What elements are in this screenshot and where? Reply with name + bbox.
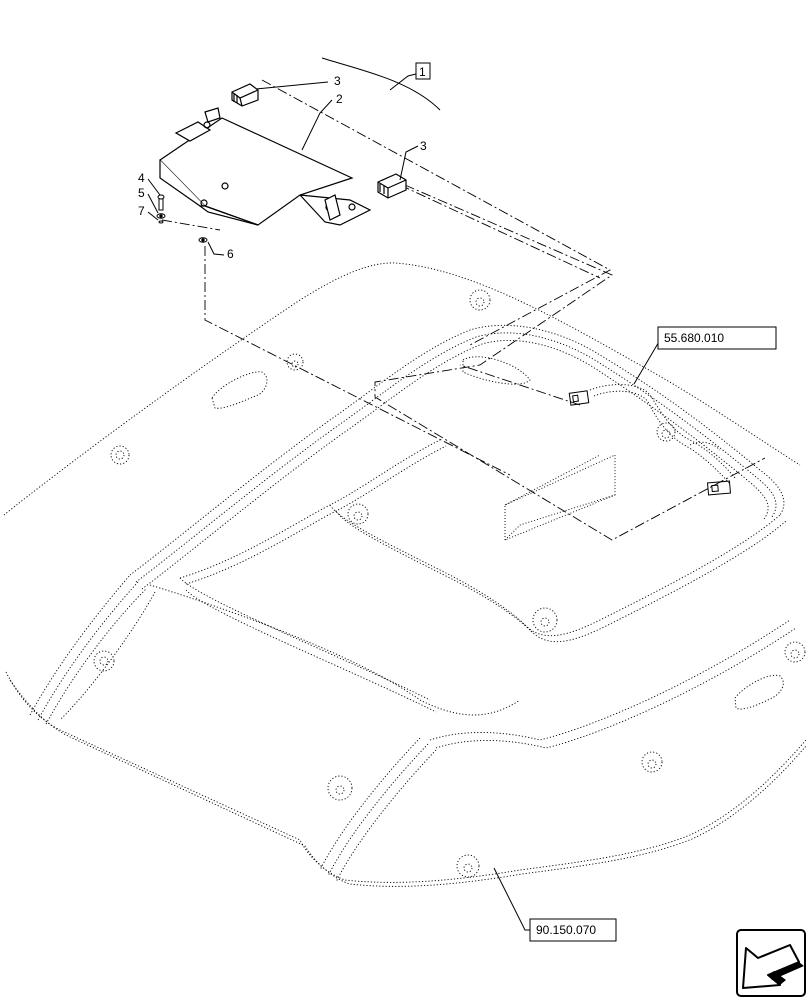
callout-5: 5: [138, 186, 145, 200]
ref-box-b: [529, 918, 617, 942]
connector-3b: [377, 173, 407, 199]
ref-box-a: [657, 326, 777, 350]
headliner-panel: [3, 262, 807, 887]
callout-6: 6: [227, 247, 234, 261]
callout-4: 4: [138, 171, 145, 185]
sunroof-recess: [504, 454, 616, 541]
callout-3-upper: 3: [334, 74, 341, 88]
callout-7: 7: [138, 204, 145, 218]
callout-3-right: 3: [420, 139, 427, 153]
reference-90-150-070[interactable]: 90.150.070: [536, 923, 596, 937]
callout-1-box: [415, 62, 431, 80]
control-module: [159, 107, 372, 226]
connector-3a: [231, 83, 259, 107]
reference-55-680-010[interactable]: 55.680.010: [664, 331, 724, 345]
fasteners: [156, 194, 208, 243]
view-direction-arrow-icon[interactable]: [736, 929, 806, 997]
assembly-lines: [161, 79, 766, 541]
callout-2: 2: [336, 92, 343, 106]
callout-1: 1: [419, 65, 426, 79]
